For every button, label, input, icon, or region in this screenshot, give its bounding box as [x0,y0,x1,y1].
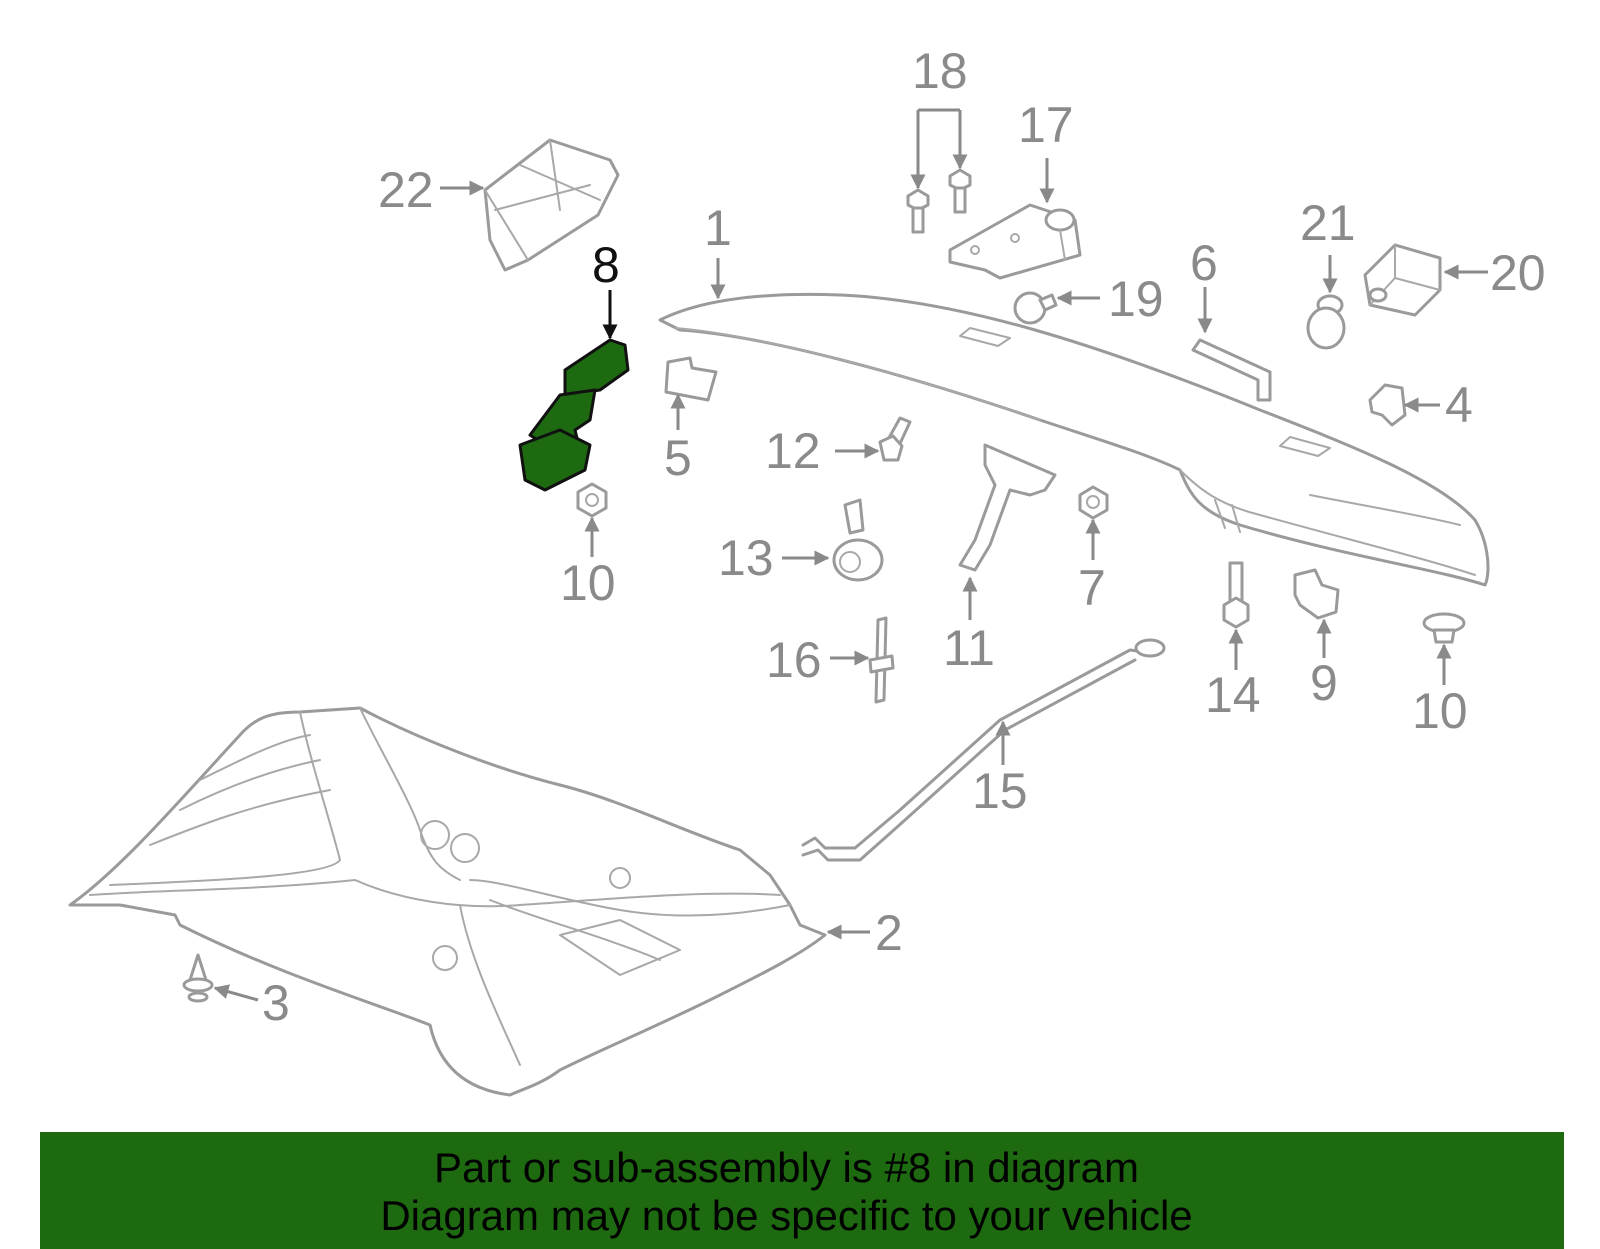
callout-17: 17 [1018,97,1074,153]
part-1-trunk-lid [658,292,1490,587]
callout-21: 21 [1300,195,1356,251]
leader-lines [213,108,1488,1002]
callout-2: 2 [875,905,903,961]
banner-part-line: Part or sub-assembly is #8 in diagram [434,1144,1139,1191]
callout-3: 3 [262,975,290,1031]
part-16-retainer [868,616,895,704]
callout-7: 7 [1078,560,1106,616]
part-6-bracket [1191,338,1272,402]
callout-16: 16 [766,632,822,688]
part-21-bulb [1306,294,1346,350]
part-17-hinge [948,203,1082,280]
part-18-bolts [906,168,972,234]
callout-11: 11 [943,620,995,676]
callout-6: 6 [1190,235,1218,291]
callout-19: 19 [1108,271,1164,327]
callout-5: 5 [664,430,692,486]
part-11-hinge-arm [958,443,1057,572]
callout-labels: 1 2 3 4 5 6 7 8 9 10 10 11 12 13 14 15 1… [262,43,1546,1031]
part-3-push-clip [182,953,214,1003]
parts-diagram: 1 2 3 4 5 6 7 8 9 10 10 11 12 13 14 15 1… [68,43,1546,1097]
part-7-nut [1078,485,1109,520]
banner-disclaimer-line: Diagram may not be specific to your vehi… [380,1192,1193,1239]
part-8-highlighted-bracket [518,338,630,492]
part-13-bumper [832,498,884,582]
callout-14: 14 [1205,667,1261,723]
callout-10-left: 10 [560,555,616,611]
part-10-nut-left [576,482,608,518]
part-19-socket [1013,291,1058,325]
callout-8: 8 [592,237,620,293]
callout-10-right: 10 [1412,683,1468,739]
callout-1: 1 [704,200,732,256]
part-9-catch [1293,568,1340,620]
callout-12: 12 [765,423,821,479]
part-12-bolt [878,416,912,462]
callout-9: 9 [1310,655,1338,711]
part-14-stud [1222,561,1250,629]
callout-13: 13 [718,530,774,586]
part-10-nut-right [1422,612,1466,644]
info-banner: Part or sub-assembly is #8 in diagram Di… [40,1132,1564,1249]
part-22-lamp-cover [483,138,620,272]
part-20-module [1363,243,1442,317]
part-5-pad [664,356,718,402]
callout-22: 22 [378,162,434,218]
part-2-trunk-liner [68,706,827,1097]
callout-4: 4 [1445,377,1473,433]
callout-18: 18 [912,43,968,99]
callout-15: 15 [972,763,1028,819]
callout-20: 20 [1490,245,1546,301]
part-4-clip [1368,383,1407,427]
